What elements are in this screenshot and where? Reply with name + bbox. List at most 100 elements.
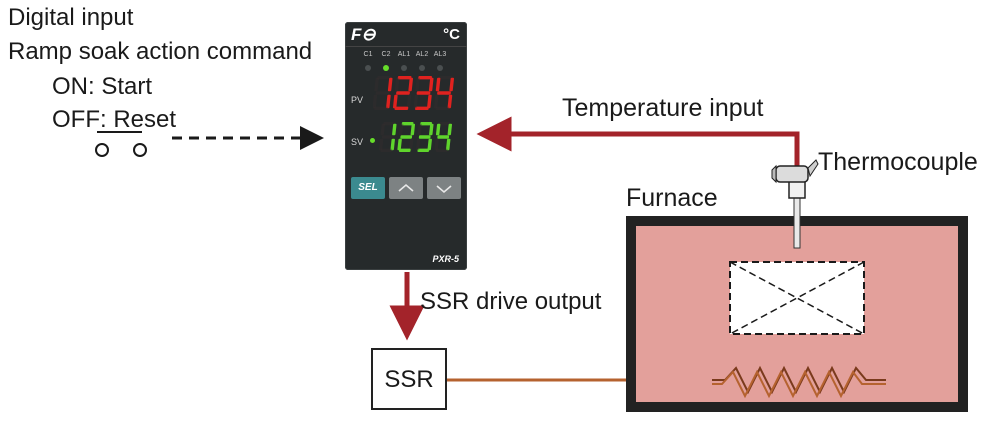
sv-segment <box>417 123 422 136</box>
sv-display <box>379 122 453 153</box>
sv-segment <box>409 138 414 151</box>
pv-segment <box>415 106 429 110</box>
pv-segment <box>437 91 451 95</box>
sv-label: SV <box>351 137 364 147</box>
pv-label: PV <box>351 95 364 105</box>
sv-segment <box>398 123 404 136</box>
ssr-drive-output-label: SSR drive output <box>420 288 602 315</box>
pv-segment <box>386 94 391 109</box>
pv-digit-1 <box>373 76 393 110</box>
sv-indicator-dot <box>370 138 375 143</box>
ssr-box: SSR <box>371 348 447 410</box>
pv-segment <box>374 77 379 92</box>
pv-segment <box>392 94 398 109</box>
sv-segment <box>417 148 430 153</box>
up-button[interactable] <box>389 177 423 199</box>
sv-segment <box>447 123 453 136</box>
controller-header: F⊖ °C <box>345 22 467 47</box>
pv-segment <box>449 77 455 92</box>
pv-digit-2 <box>392 76 414 110</box>
sv-segment <box>400 135 413 139</box>
sel-button[interactable]: SEL <box>351 177 385 199</box>
pv-segment <box>394 77 400 92</box>
pv-segment <box>387 77 393 92</box>
indicator-al2-lamp <box>419 65 425 71</box>
indicator-c2-lamp <box>383 65 389 71</box>
sv-segment <box>429 123 434 136</box>
pv-segment <box>438 76 453 80</box>
pv-segment <box>375 91 390 95</box>
sv-segment <box>418 135 431 139</box>
furnace-label: Furnace <box>626 184 718 212</box>
unit-label: °C <box>443 26 460 43</box>
pv-segment <box>428 77 434 92</box>
sv-segment <box>435 123 441 136</box>
sv-segment <box>415 138 421 151</box>
sv-segment <box>437 135 450 139</box>
sv-segment <box>392 123 397 136</box>
indicator-c1-lamp <box>365 65 371 71</box>
indicator-al1-lamp <box>401 65 407 71</box>
pv-segment <box>394 106 409 110</box>
pv-digit-4 <box>433 76 455 110</box>
pv-segment <box>418 76 432 80</box>
thermocouple-label: Thermocouple <box>818 148 978 176</box>
pv-segment <box>413 94 419 109</box>
sv-segment <box>380 123 385 136</box>
pv-segment <box>377 76 391 80</box>
pv-segment <box>408 77 414 92</box>
pv-digit-3 <box>413 76 434 110</box>
ssr-label: SSR <box>384 366 434 393</box>
chevron-up-icon <box>398 183 414 192</box>
sv-segment <box>410 123 416 136</box>
sv-segment <box>438 122 451 126</box>
down-button[interactable] <box>427 177 461 199</box>
brand-logo: F⊖ <box>351 25 376 44</box>
indicator-al3-lamp <box>437 65 443 71</box>
sv-segment <box>390 138 395 151</box>
sv-digit-1 <box>379 122 397 153</box>
pv-segment <box>447 94 453 109</box>
model-label: PXR-5 <box>432 254 459 264</box>
pv-segment <box>416 91 431 95</box>
sv-segment <box>435 148 448 153</box>
sv-digit-2 <box>397 122 416 153</box>
pv-segment <box>435 106 450 110</box>
sv-digit-4 <box>434 122 453 153</box>
temperature-input-arrow <box>476 116 800 166</box>
sv-segment <box>397 138 402 151</box>
pv-segment <box>435 77 441 92</box>
sv-segment <box>398 148 411 153</box>
pv-segment <box>433 94 439 109</box>
sv-segment <box>401 122 414 126</box>
pv-segment <box>374 106 388 110</box>
sv-segment <box>379 138 384 151</box>
switch-terminal-left <box>95 143 109 157</box>
switch-terminal-right <box>133 143 147 157</box>
pv-segment <box>427 94 432 109</box>
thermocouple-icon <box>771 159 819 249</box>
pv-display <box>373 76 455 110</box>
ramp-soak-subtitle: Ramp soak action command <box>8 38 313 65</box>
temperature-input-label: Temperature input <box>562 94 764 122</box>
indicator-al2-label: AL2 <box>415 51 429 58</box>
heater-coil-icon <box>712 365 886 399</box>
temperature-controller: F⊖ °C C1 C2 AL1 AL2 AL3 PV SV SEL PXR-5 <box>345 22 467 270</box>
indicator-c2-label: C2 <box>381 51 391 58</box>
chevron-down-icon <box>436 185 452 194</box>
sv-segment <box>434 138 439 151</box>
sv-segment <box>383 122 395 126</box>
pv-segment <box>406 94 412 109</box>
indicator-c1-label: C1 <box>363 51 373 58</box>
indicator-al3-label: AL3 <box>433 51 447 58</box>
pv-segment <box>415 77 420 92</box>
sv-segment <box>420 122 432 126</box>
pv-segment <box>397 76 412 80</box>
sv-segment <box>381 135 394 139</box>
digital-input-title: Digital input <box>8 4 134 31</box>
sv-segment <box>446 138 451 151</box>
indicator-al1-label: AL1 <box>397 51 411 58</box>
pv-segment <box>396 91 410 95</box>
